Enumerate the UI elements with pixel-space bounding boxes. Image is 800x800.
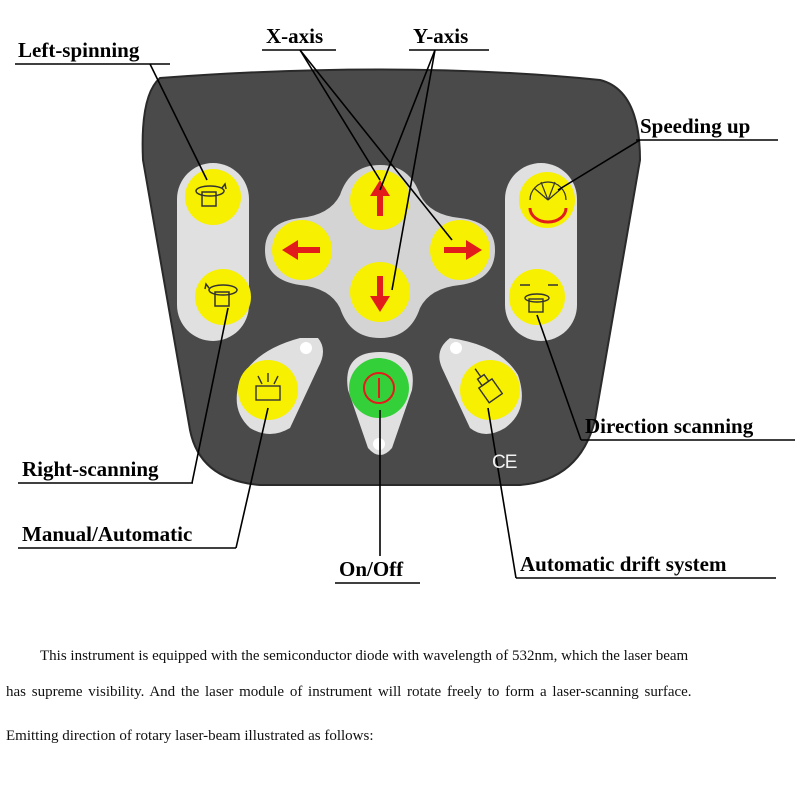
power-icon-ring [363,372,395,404]
arrow-left-icon [282,240,320,260]
left-spin-button[interactable] [185,169,241,225]
label-right-scanning: Right-scanning [22,457,159,481]
label-y-axis: Y-axis [413,24,469,48]
caption-line-3: Emitting direction of rotary laser-beam … [6,728,374,744]
indicator-light-right [450,342,462,354]
arrow-up-icon [370,180,390,216]
control-panel-diagram [15,49,795,584]
indicator-light-left [300,342,312,354]
rotate-left-icon [195,182,227,207]
caption-line-2: has supreme visibility. And the laser mo… [6,684,692,700]
caption-line-1: This instrument is equipped with the sem… [40,648,689,664]
drift-button[interactable] [460,360,520,420]
direction-pad [265,165,495,338]
tilt-drift-icon [474,368,504,404]
arrow-right-icon [444,240,482,260]
label-direction-scanning: Direction scanning [585,414,754,438]
label-underlines [15,49,795,584]
label-x-axis: X-axis [266,24,324,48]
manual-auto-icon [255,373,281,401]
label-automatic-drift-system: Automatic drift system [520,552,727,576]
right-scan-button[interactable] [195,269,251,325]
arrow-down-icon [370,276,390,312]
label-speeding-up: Speeding up [640,114,751,138]
indicator-light-center [373,438,385,450]
rotate-right-icon [204,282,238,307]
label-left-spinning: Left-spinning [18,38,140,62]
speed-fan-icon [528,181,568,224]
scan-direction-icon [520,284,558,313]
ce-mark: CE [492,452,517,473]
leader-lines [149,49,641,579]
direction-scan-button[interactable] [509,269,565,325]
label-on-off: On/Off [339,557,404,581]
label-manual-automatic: Manual/Automatic [22,522,193,546]
manual-auto-button[interactable] [238,360,298,420]
